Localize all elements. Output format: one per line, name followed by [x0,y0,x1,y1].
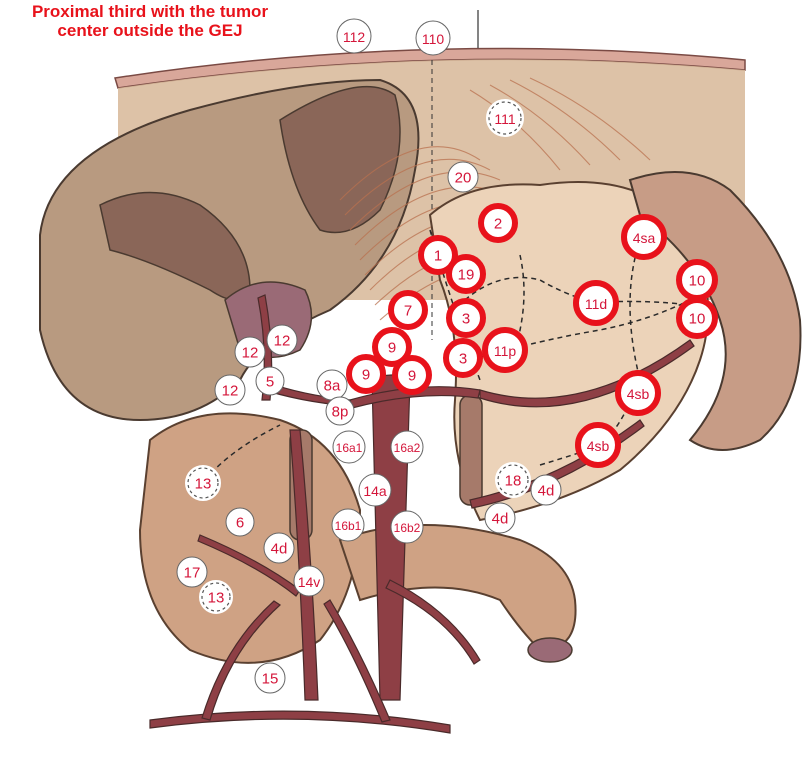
lymph-node-station-18[interactable]: 18 [496,463,530,497]
lymph-node-station-5[interactable]: 5 [256,367,284,395]
station-label: 2 [494,216,502,233]
lymph-node-station-13[interactable]: 13 [200,581,232,613]
lymph-node-station-4d[interactable]: 4d [485,503,515,533]
station-label: 9 [408,368,416,385]
lymph-node-station-20[interactable]: 20 [448,162,478,192]
station-label: 4sa [633,230,656,246]
station-label: 11d [585,296,607,312]
lymph-node-station-12[interactable]: 12 [235,337,265,367]
station-label: 4d [538,483,555,500]
station-label: 3 [459,351,467,368]
lymph-node-station-4d[interactable]: 4d [264,533,294,563]
station-label: 6 [236,515,244,532]
station-label: 11p [494,343,517,359]
lymph-node-station-4d[interactable]: 4d [531,475,561,505]
station-label: 13 [208,590,225,607]
lymph-node-station-110[interactable]: 110 [416,21,450,55]
station-label: 4d [492,511,509,528]
lymph-node-station-12[interactable]: 12 [267,325,297,355]
station-label: 20 [455,170,472,187]
station-label: 16a1 [336,441,363,455]
station-label: 4sb [627,386,650,402]
lymph-node-station-3[interactable]: 3 [446,341,480,375]
lymph-node-station-7[interactable]: 7 [391,293,425,327]
lymph-node-station-4sb[interactable]: 4sb [618,373,658,413]
station-label: 3 [462,311,470,328]
station-label: 9 [388,340,396,357]
station-label: 16a2 [394,441,421,455]
lymph-node-station-10[interactable]: 10 [679,262,715,298]
station-label: 110 [422,31,445,47]
station-label: 8a [324,378,341,395]
station-label: 112 [343,29,366,45]
station-label: 13 [195,476,212,493]
station-label: 10 [689,273,706,290]
lymph-node-station-16b1[interactable]: 16b1 [332,509,364,541]
lymph-node-station-111[interactable]: 111 [487,100,523,136]
lymph-node-station-16a2[interactable]: 16a2 [391,431,423,463]
station-label: 16b1 [335,519,362,533]
lymph-node-station-3[interactable]: 3 [449,301,483,335]
lymph-node-station-16b2[interactable]: 16b2 [391,511,423,543]
lymph-node-station-13[interactable]: 13 [186,466,220,500]
lymph-node-station-4sa[interactable]: 4sa [624,217,664,257]
station-label: 8p [332,404,349,421]
lymph-node-station-14a[interactable]: 14a [359,474,391,506]
lymph-node-station-9[interactable]: 9 [349,357,383,391]
station-label: 17 [184,565,201,582]
lymph-node-station-19[interactable]: 19 [449,257,483,291]
station-label: 14a [363,483,387,499]
station-label: 4sb [587,438,610,454]
lymph-node-station-9[interactable]: 9 [395,358,429,392]
lymph-node-station-2[interactable]: 2 [481,206,515,240]
station-label: 12 [222,383,239,400]
station-label: 18 [505,473,522,490]
station-label: 111 [494,111,515,127]
lymph-node-station-17[interactable]: 17 [177,557,207,587]
station-label: 10 [689,311,706,328]
lymph-node-station-14v[interactable]: 14v [294,566,324,596]
station-label: 15 [262,671,279,688]
station-label: 5 [266,374,274,391]
lymph-node-station-12[interactable]: 12 [215,375,245,405]
lymph-node-station-11p[interactable]: 11p [485,330,525,370]
station-label: 14v [298,574,321,590]
station-label: 1 [434,248,442,265]
lymph-node-station-8a[interactable]: 8a [317,370,347,400]
lymph-node-station-6[interactable]: 6 [226,508,254,536]
station-label: 7 [404,303,412,320]
station-label: 12 [274,333,291,350]
station-label: 4d [271,541,288,558]
lymph-node-station-10[interactable]: 10 [679,300,715,336]
lymph-node-station-4sb[interactable]: 4sb [578,425,618,465]
station-label: 16b2 [394,521,421,535]
lymph-node-station-8p[interactable]: 8p [326,397,354,425]
lymph-node-station-16a1[interactable]: 16a1 [333,431,365,463]
lymph-node-station-11d[interactable]: 11d [576,283,616,323]
station-label: 9 [362,367,370,384]
station-label: 19 [458,267,475,284]
lymph-node-station-112[interactable]: 112 [337,19,371,53]
lymph-node-station-15[interactable]: 15 [255,663,285,693]
station-label: 12 [242,345,259,362]
